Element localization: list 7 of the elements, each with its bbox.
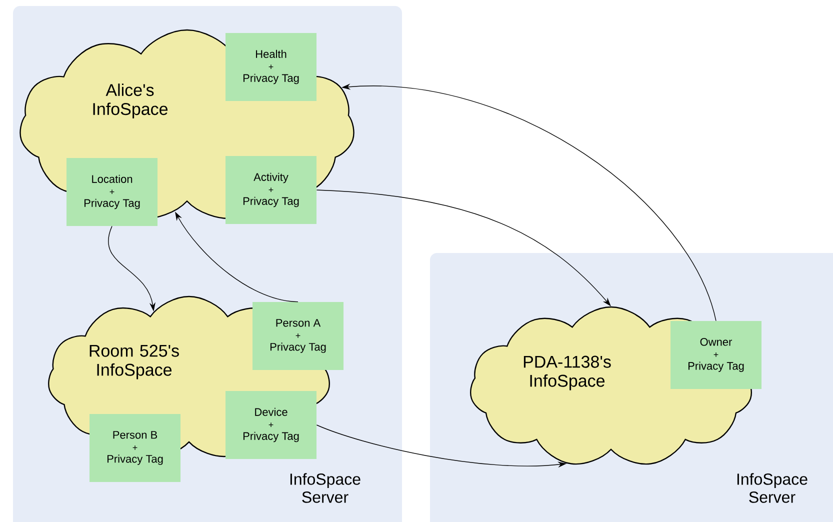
privacy-tag-box: Health + Privacy Tag — [226, 33, 316, 101]
privacy-tag-box: Owner + Privacy Tag — [670, 321, 762, 389]
privacy-tag-box: Person B + Privacy Tag — [90, 414, 180, 482]
privacy-tag-box: Device + Privacy Tag — [226, 391, 316, 459]
privacy-tag-box: Activity + Privacy Tag — [226, 156, 316, 224]
privacy-tag-box: Person A + Privacy Tag — [252, 302, 344, 370]
privacy-tag-box: Location + Privacy Tag — [66, 158, 158, 226]
